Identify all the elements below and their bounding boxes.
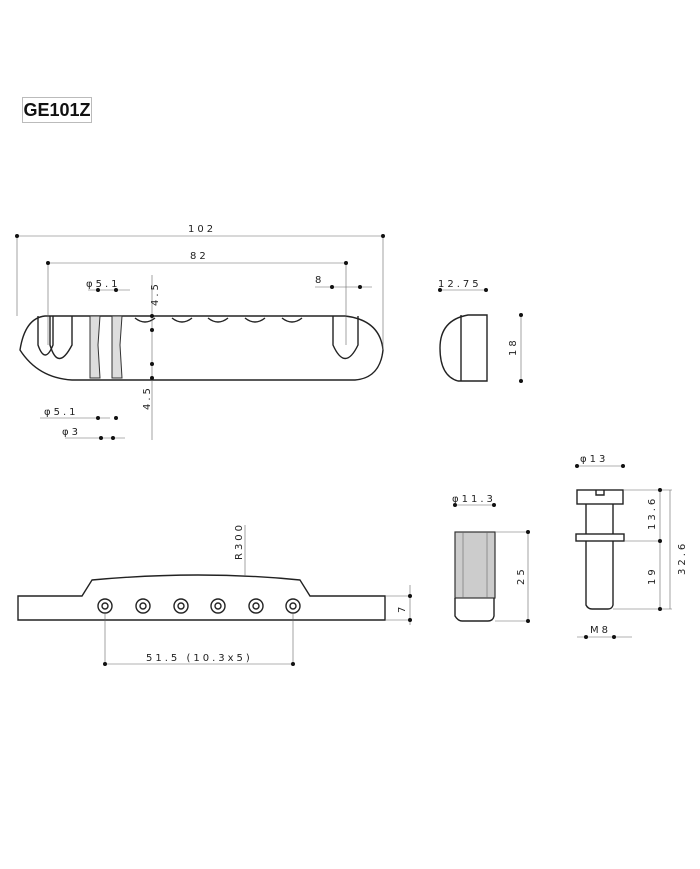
tailpiece-end-view bbox=[438, 288, 523, 383]
dim-anchor-length: 25 bbox=[516, 566, 527, 585]
dim-post-spacing: 82 bbox=[190, 251, 209, 262]
dim-depth-top: 4.5 bbox=[150, 281, 161, 306]
bridge-front-view bbox=[17, 525, 412, 666]
dim-overall-length: 102 bbox=[188, 224, 216, 235]
dim-end-height: 18 bbox=[508, 337, 519, 356]
dim-stud-thread: M8 bbox=[590, 625, 611, 636]
dim-saddle-spacing: 51.5 (10.3x5) bbox=[146, 653, 253, 664]
dim-hole-top: φ5.1 bbox=[86, 279, 121, 290]
dim-thread-hole: φ3 bbox=[62, 427, 81, 438]
dim-stud-head-diameter: φ13 bbox=[580, 454, 608, 465]
dim-slot: 8 bbox=[315, 275, 324, 286]
dim-stud-overall: 32.6 bbox=[677, 541, 688, 575]
dim-bridge-height: 7 bbox=[397, 604, 408, 613]
dim-anchor-diameter: φ11.3 bbox=[452, 494, 496, 505]
string-holes bbox=[134, 317, 303, 323]
dim-depth-bottom: 4.5 bbox=[142, 385, 153, 410]
dim-hole-bottom: φ5.1 bbox=[44, 407, 79, 418]
saddle-holes bbox=[97, 598, 301, 614]
dim-stud-thread-length: 19 bbox=[647, 566, 658, 585]
tailpiece-top-view bbox=[15, 234, 385, 440]
dim-end-depth: 12.75 bbox=[438, 279, 482, 290]
stud bbox=[575, 464, 672, 639]
dim-stud-head-height: 13.6 bbox=[647, 496, 658, 530]
dim-radius: R300 bbox=[234, 522, 245, 560]
model-title: GE101Z bbox=[22, 97, 92, 123]
stud-anchor bbox=[453, 503, 530, 623]
